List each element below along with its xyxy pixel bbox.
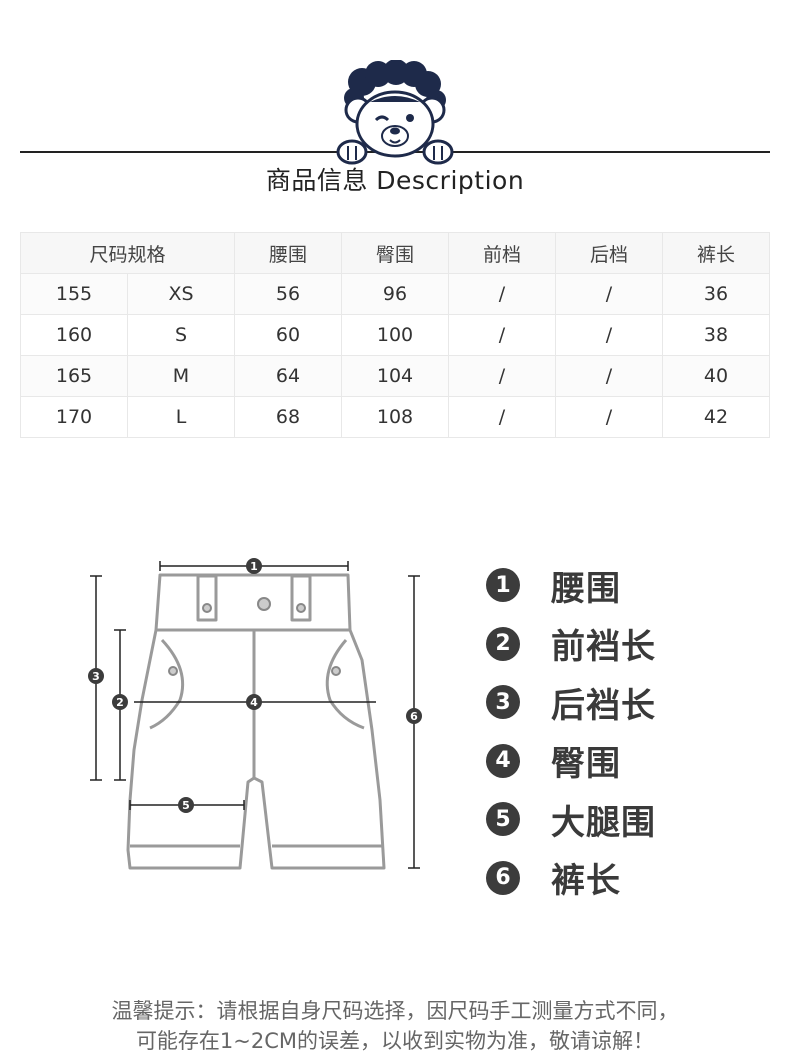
table-cell: 155 (20, 273, 128, 315)
table-cell: 104 (341, 355, 449, 397)
notice-line-1: 温馨提示：请根据自身尺码选择，因尺码手工测量方式不同， (111, 999, 679, 1023)
table-cell: / (555, 396, 663, 438)
svg-text:3: 3 (92, 670, 100, 683)
size-notice: 温馨提示：请根据自身尺码选择，因尺码手工测量方式不同， 可能存在1~2CM的误差… (0, 996, 790, 1056)
table-row: 160 S 60 100 / / 38 (20, 314, 770, 356)
legend-label: 裤长 (551, 861, 621, 902)
legend-number-badge: 6 (486, 860, 520, 895)
header-size-spec: 尺码规格 (20, 232, 235, 274)
table-cell: 40 (662, 355, 770, 397)
table-cell: 170 (20, 396, 128, 438)
header-length: 裤长 (662, 232, 770, 274)
table-cell: 108 (341, 396, 449, 438)
table-cell: / (448, 355, 556, 397)
legend-item-length: 6 裤长 (486, 849, 776, 908)
svg-text:6: 6 (410, 710, 418, 723)
table-cell: 96 (341, 273, 449, 315)
section-title: 商品信息 Description (265, 166, 525, 195)
table-cell: 36 (662, 273, 770, 315)
table-cell: 100 (341, 314, 449, 356)
table-cell: / (555, 314, 663, 356)
legend-label: 后裆长 (551, 685, 656, 726)
table-cell: 64 (234, 355, 342, 397)
table-cell: 160 (20, 314, 128, 356)
header-waist: 腰围 (234, 232, 342, 274)
header-front-rise: 前档 (448, 232, 556, 274)
shorts-measurement-diagram: 1 2 3 4 5 6 (88, 558, 422, 870)
bear-mascot-icon (336, 60, 454, 165)
table-cell: 42 (662, 396, 770, 438)
table-cell: 68 (234, 396, 342, 438)
table-cell: L (127, 396, 235, 438)
header-hip: 臀围 (341, 232, 449, 274)
svg-text:4: 4 (250, 696, 258, 709)
legend-label: 臀围 (551, 744, 621, 785)
svg-text:1: 1 (250, 560, 258, 573)
table-row: 170 L 68 108 / / 42 (20, 396, 770, 438)
legend-number-badge: 2 (486, 626, 520, 661)
table-cell: 165 (20, 355, 128, 397)
notice-line-2: 可能存在1~2CM的误差，以收到实物为准，敬请谅解！ (135, 1029, 655, 1053)
table-cell: 56 (234, 273, 342, 315)
table-row: 155 XS 56 96 / / 36 (20, 273, 770, 315)
table-cell: S (127, 314, 235, 356)
table-cell: M (127, 355, 235, 397)
legend-label: 前裆长 (551, 627, 656, 668)
table-row: 165 M 64 104 / / 40 (20, 355, 770, 397)
legend-item-waist: 1 腰围 (486, 556, 776, 615)
table-cell: XS (127, 273, 235, 315)
measurement-legend: 1 腰围 2 前裆长 3 后裆长 4 臀围 5 大腿围 6 裤长 (486, 556, 776, 907)
legend-item-thigh: 5 大腿围 (486, 790, 776, 849)
table-cell: / (448, 273, 556, 315)
legend-label: 腰围 (551, 568, 621, 609)
table-cell: 60 (234, 314, 342, 356)
legend-number-badge: 4 (486, 743, 520, 778)
legend-number-badge: 5 (486, 802, 520, 837)
table-cell: / (448, 396, 556, 438)
table-cell: / (448, 314, 556, 356)
size-table: 尺码规格 腰围 臀围 前档 后档 裤长 155 XS 56 96 / / 36 … (20, 232, 770, 438)
shorts-outline-icon (126, 573, 386, 870)
table-header-row: 尺码规格 腰围 臀围 前档 后档 裤长 (20, 232, 770, 274)
legend-number-badge: 3 (486, 685, 520, 720)
legend-item-hip: 4 臀围 (486, 732, 776, 791)
svg-text:2: 2 (116, 696, 124, 709)
legend-number-badge: 1 (486, 568, 520, 603)
legend-label: 大腿围 (551, 802, 656, 843)
header-back-rise: 后档 (555, 232, 663, 274)
legend-item-front-rise: 2 前裆长 (486, 615, 776, 674)
svg-text:5: 5 (182, 799, 190, 812)
table-cell: / (555, 355, 663, 397)
legend-item-back-rise: 3 后裆长 (486, 673, 776, 732)
table-cell: / (555, 273, 663, 315)
table-cell: 38 (662, 314, 770, 356)
